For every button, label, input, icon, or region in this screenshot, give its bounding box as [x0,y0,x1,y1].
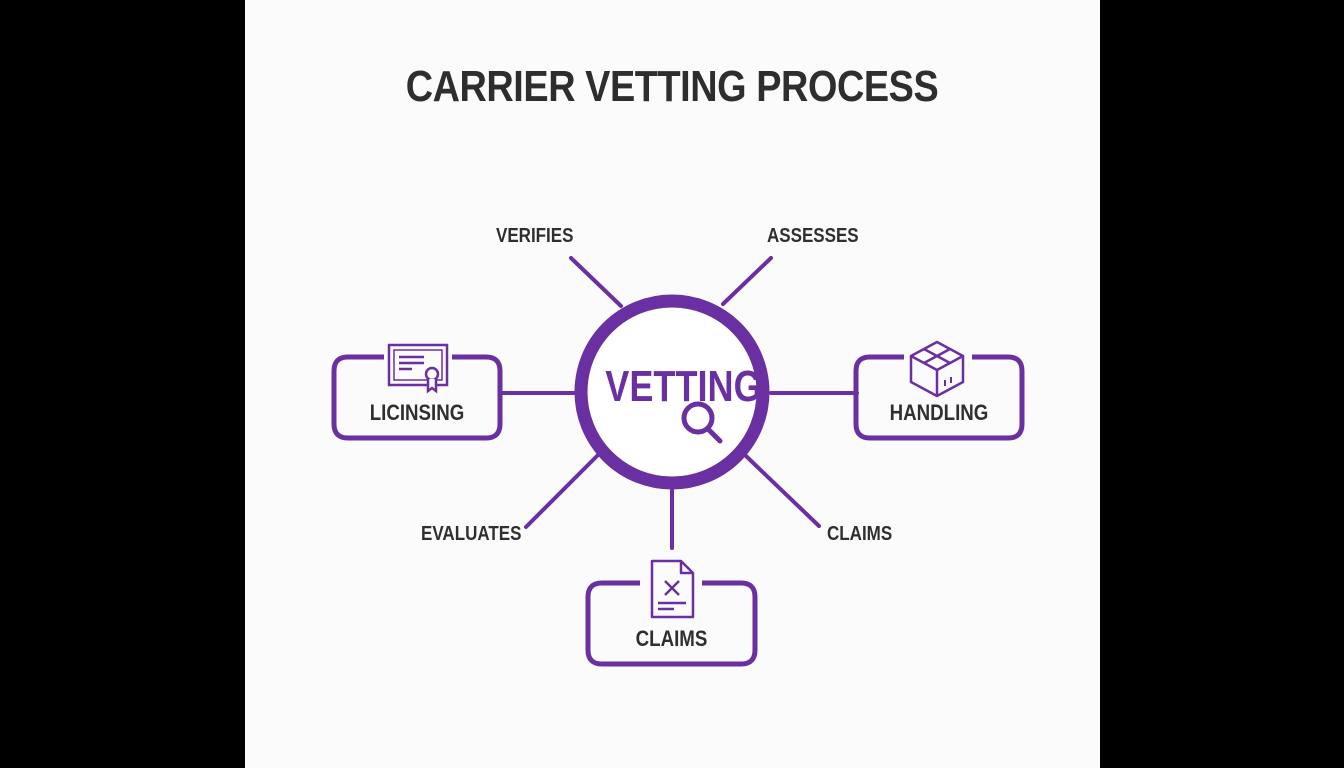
spoke-bottom-right [744,454,821,528]
node-label-claims: CLAIMS [635,626,708,651]
spoke-label-claims: CLAIMS [827,523,893,545]
spoke-label-evaluates: EVALUATES [421,523,522,545]
center-label: VETTING [605,362,762,411]
claims-box [585,580,758,667]
spoke-top-right [721,256,773,306]
node-label-licensing: LICINSING [369,400,465,425]
spoke-label-assesses: ASSESSES [767,225,859,247]
spoke-bottom-left [524,453,600,529]
certificate-icon [387,343,449,394]
magnifier-icon [681,401,723,444]
document-x-icon [650,559,695,619]
spoke-label-verifies: VERIFIES [496,225,574,247]
handling-box [853,354,1025,441]
package-box-icon [909,340,965,398]
spoke-top-left [569,256,623,308]
licensing-box [331,354,503,441]
node-label-handling: HANDLING [889,400,989,425]
diagram-title: CARRIER VETTING PROCESS [405,62,939,111]
